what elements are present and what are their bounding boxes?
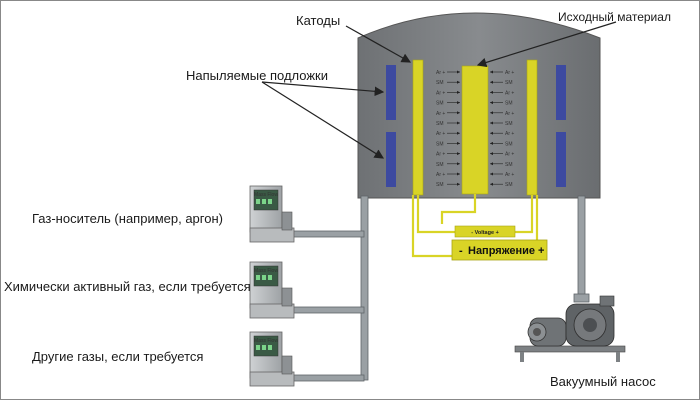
source-material-target — [461, 65, 489, 195]
voltage-box — [451, 239, 548, 261]
gas-branch-1 — [291, 230, 365, 238]
substrate-left-bottom — [386, 132, 396, 187]
cathode-right — [526, 59, 538, 196]
cathode-left — [412, 59, 424, 196]
particle-label-left: SM — [436, 141, 444, 147]
reactive-gas-label: Химически активный газ, если требуется — [4, 279, 251, 294]
small-voltage-box — [454, 225, 516, 238]
vacuum-pump-label: Вакуумный насос — [550, 374, 656, 389]
particle-flow-right: Ar + SM Ar + SM Ar + SM Ar + SM Ar + SM Ar + SM — [490, 70, 514, 188]
particle-label-left: Ar + — [436, 152, 445, 158]
wire-left-main — [411, 195, 452, 258]
mass-flow-controller-3: Mass Flow — [249, 331, 295, 387]
particle-label-right: SM — [505, 121, 513, 127]
substrate-arrow-bottom — [261, 81, 385, 159]
gas-branch-2 — [291, 306, 365, 314]
particle-label-left: Ar + — [436, 90, 445, 96]
substrate-arrow-top — [261, 81, 385, 97]
particle-label-left: SM — [436, 182, 444, 188]
particle-label-right: SM — [505, 80, 513, 86]
substrate-right-top — [556, 65, 566, 120]
pump-pipe-flange — [573, 293, 590, 303]
pump-pipe-vertical — [577, 195, 586, 297]
wire-source-small — [440, 194, 477, 224]
particle-label-left: SM — [436, 101, 444, 107]
particle-label-left: Ar + — [436, 172, 445, 178]
vacuum-pump — [514, 295, 626, 362]
cathode-arrow — [345, 25, 412, 63]
particle-label-right: Ar + — [505, 90, 514, 96]
particle-label-left: Ar + — [436, 131, 445, 137]
voltage-plus: + — [538, 245, 544, 257]
voltage-minus: - — [459, 245, 463, 257]
voltage-label: Напряжение — [468, 245, 535, 257]
mass-flow-controller-2: Mass Flow — [249, 261, 295, 319]
particle-label-right: SM — [505, 101, 513, 107]
substrate-left-top — [386, 65, 396, 120]
carrier-gas-label: Газ-носитель (например, аргон) — [32, 211, 223, 226]
wire-right-small — [515, 195, 534, 234]
particle-label-right: Ar + — [505, 152, 514, 158]
particle-label-right: SM — [505, 182, 513, 188]
mfc-1-screen: Mass Flow — [254, 192, 278, 198]
source-material-label: Исходный материал — [558, 10, 671, 24]
source-material-arrow — [476, 21, 617, 68]
particle-label-right: Ar + — [505, 131, 514, 137]
gas-branch-3 — [291, 374, 365, 382]
mass-flow-controller-1: Mass Flow — [249, 185, 295, 243]
small-voltage-label: - Voltage + — [471, 230, 499, 236]
particle-flow-left: Ar + SM Ar + SM Ar + SM Ar + SM Ar + SM Ar + SM — [436, 70, 460, 188]
gas-trunk-pipe — [360, 195, 369, 381]
particle-label-right: SM — [505, 162, 513, 168]
particle-label-left: SM — [436, 80, 444, 86]
particle-label-right: Ar + — [505, 172, 514, 178]
particle-label-left: SM — [436, 162, 444, 168]
cathodes-label: Катоды — [296, 13, 340, 28]
particle-label-left: SM — [436, 121, 444, 127]
particle-label-right: Ar + — [505, 111, 514, 117]
other-gases-label: Другие газы, если требуется — [32, 349, 203, 364]
mfc-2-screen: Mass Flow — [254, 268, 278, 274]
particle-label-right: SM — [505, 141, 513, 147]
wire-left-small — [416, 195, 455, 234]
substrate-right-bottom — [556, 132, 566, 187]
substrates-label: Напыляемые подложки — [186, 68, 328, 83]
particle-label-left: Ar + — [436, 111, 445, 117]
mfc-3-screen: Mass Flow — [254, 338, 278, 344]
particle-label-left: Ar + — [436, 70, 445, 76]
particle-label-right: Ar + — [505, 70, 514, 76]
